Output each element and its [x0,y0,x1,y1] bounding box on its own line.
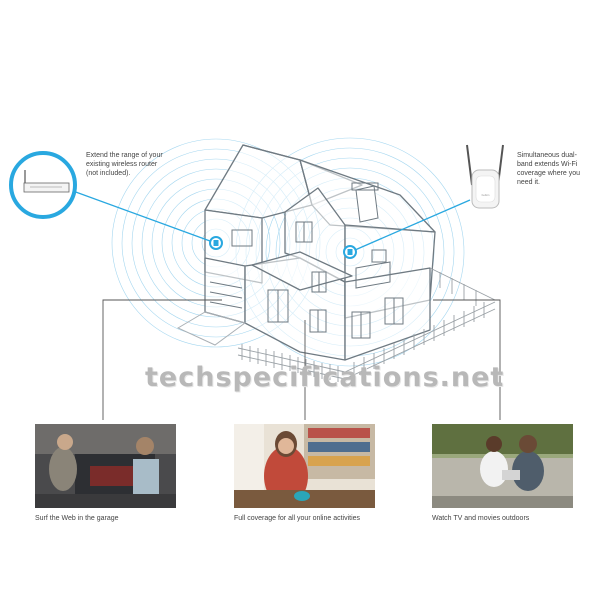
svg-text:belkin: belkin [482,193,490,197]
router-callout [9,151,77,219]
extender-callout-text: Simultaneous dual-band extends Wi-Fi cov… [517,152,581,186]
photo-outdoors-caption: Watch TV and movies outdoors [432,515,530,522]
extender-callout-line [354,199,471,251]
photo-garage-caption: Surf the Web in the garage [35,515,119,522]
photo-garage [35,424,176,508]
router-marker [209,236,223,250]
house-outline [204,144,436,361]
photo-living-room [234,424,375,508]
router-callout-line [61,186,211,242]
watermark: techspecifications.net [145,362,505,393]
extender-marker [343,245,357,259]
photo-connector-lines [102,299,501,420]
router-callout-text: Extend the range of your existing wirele… [86,152,163,177]
photo-living-room-caption: Full coverage for all your online activi… [234,515,361,522]
fence [237,267,496,382]
range-extender-device: belkin [466,144,504,209]
photo-outdoors [432,424,573,508]
house-details [176,182,404,346]
